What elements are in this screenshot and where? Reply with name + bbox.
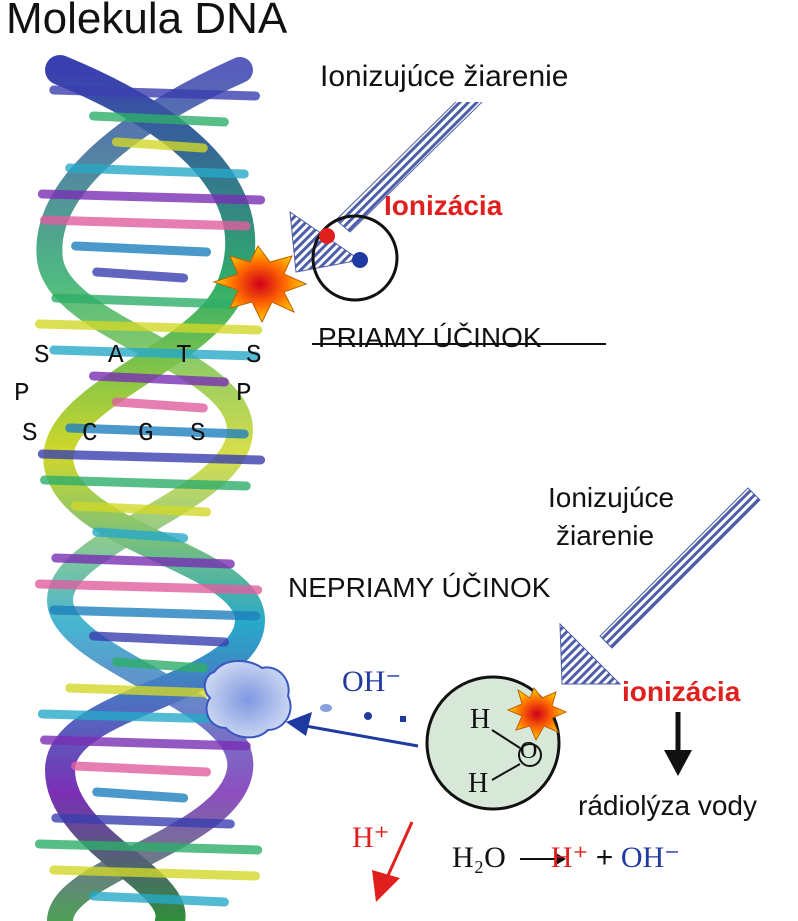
base-letter: S xyxy=(190,418,206,448)
helix-rung xyxy=(111,397,208,413)
direct-effect-label: PRIAMY ÚČINOK xyxy=(318,322,542,353)
helix-base-pairs xyxy=(34,85,266,907)
electron-red xyxy=(319,228,335,244)
helix-rung xyxy=(34,319,263,335)
ionization-label-bottom: ionizácia xyxy=(622,676,741,707)
radiolysis-label: rádiolýza vody xyxy=(578,790,757,821)
helix-rung xyxy=(92,267,189,283)
equation-arrow: → xyxy=(513,841,543,874)
helix-rung xyxy=(34,839,263,855)
radiation-arrow-bottom xyxy=(559,487,761,685)
base-letter: S xyxy=(246,340,262,370)
helix-rung xyxy=(65,163,249,179)
equation-h-plus: H⁺ xyxy=(550,841,589,874)
damage-star-top xyxy=(212,245,308,324)
helix-rung xyxy=(89,631,229,647)
helix-rung xyxy=(51,813,235,829)
helix-rung xyxy=(89,891,229,907)
equation-plus: + xyxy=(595,841,614,874)
radiation-arrow-top xyxy=(289,87,485,273)
water-atom-h2: H xyxy=(468,768,489,799)
helix-rung xyxy=(40,215,251,231)
helix-rung xyxy=(51,553,235,569)
helix-rung xyxy=(37,189,266,205)
radiation-label-top-box xyxy=(290,56,626,102)
h-plus-label: H⁺ xyxy=(352,821,390,854)
helix-rung xyxy=(92,527,189,543)
water-atom-h1: H xyxy=(470,704,491,735)
indirect-effect-label-box xyxy=(274,562,620,614)
nucleus-blue xyxy=(352,252,368,268)
helix-rung xyxy=(65,423,249,439)
helix-rung xyxy=(49,605,260,621)
radiation-label-bottom-line2: žiarenie xyxy=(556,520,655,551)
radiation-label-bottom-line1: Ionizujúce xyxy=(548,482,675,513)
base-letter: S xyxy=(22,418,38,448)
helix-rung xyxy=(51,293,235,309)
equation-arrow-head xyxy=(556,853,566,865)
atom-ionization xyxy=(311,214,399,302)
ionization-label-top: Ionizácia xyxy=(384,190,503,221)
base-letter: A xyxy=(108,340,124,370)
oh-arrow xyxy=(286,712,419,748)
h-plus-arrow xyxy=(372,821,414,902)
oh-dots xyxy=(320,704,406,722)
equation: H₂O → H⁺ + OH⁻ xyxy=(452,840,680,875)
oh-label: OH⁻ xyxy=(342,665,402,698)
helix-rung xyxy=(40,475,251,491)
radiation-label-top: Ionizujúce žiarenie xyxy=(320,60,569,93)
radiolysis-label-box xyxy=(570,782,798,832)
helix-rung xyxy=(49,85,260,101)
helix-rung xyxy=(49,345,260,361)
helix-rung xyxy=(49,865,260,881)
helix-rung xyxy=(71,241,211,257)
helix-rung xyxy=(71,501,211,517)
base-letter: P xyxy=(14,378,30,408)
indirect-effect-label: NEPRIAMY ÚČINOK xyxy=(288,572,551,603)
page-title: Molekula DNA xyxy=(6,0,288,43)
helix-rung xyxy=(89,111,229,127)
helix-strand-1 xyxy=(43,55,266,921)
helix-rung xyxy=(40,735,251,751)
equation-lhs: H₂O xyxy=(452,841,506,874)
helix-rung xyxy=(111,657,208,673)
base-letter: S xyxy=(34,340,50,370)
helix-rung xyxy=(37,449,266,465)
damage-star-bottom xyxy=(506,687,568,742)
base-letter: P xyxy=(236,378,252,408)
water-atom-o: O xyxy=(520,738,538,764)
base-letter: G xyxy=(138,418,154,448)
base-letter: T xyxy=(176,340,192,370)
base-letter: C xyxy=(82,418,98,448)
dna-helix xyxy=(34,55,266,921)
radiolysis-arrow xyxy=(664,712,692,776)
helix-rung xyxy=(111,137,208,153)
damage-blob xyxy=(203,660,292,739)
helix-strand-2 xyxy=(36,57,254,921)
helix-rung xyxy=(34,579,263,595)
equation-oh-minus: OH⁻ xyxy=(620,841,680,874)
helix-rung xyxy=(92,787,189,803)
helix-rung xyxy=(89,371,229,387)
helix-rung xyxy=(71,761,211,777)
